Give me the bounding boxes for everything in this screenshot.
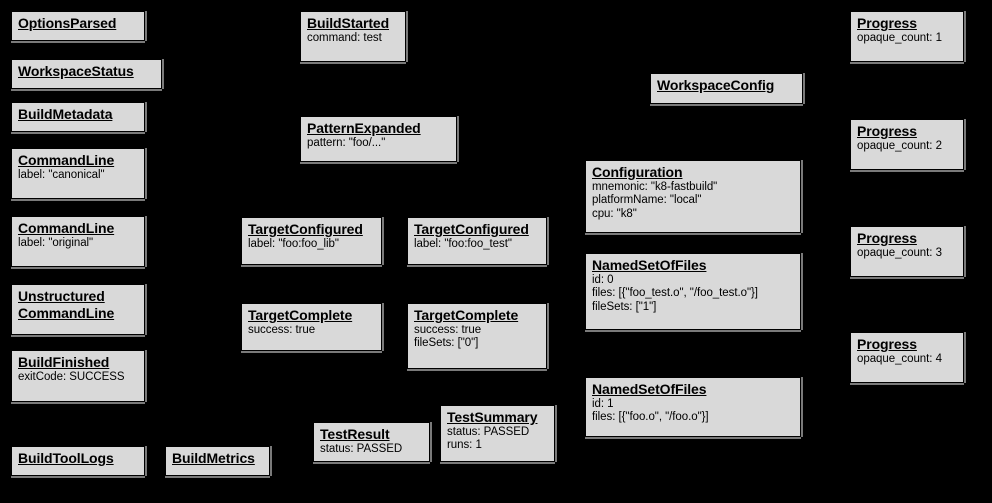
node-field: exitCode: SUCCESS [18,370,125,383]
node-field: status: PASSED [447,425,530,438]
node-build-metadata[interactable]: BuildMetadata [11,102,145,132]
node-field: fileSets: ["1"] [592,300,657,313]
node-field: id: 0 [592,273,614,286]
node-title: TargetConfigured [248,221,363,237]
node-title: NamedSetOfFiles [592,381,707,397]
node-build-metrics[interactable]: BuildMetrics [165,446,270,476]
node-title: TargetConfigured [414,221,529,237]
node-title: WorkspaceConfig [657,77,775,93]
node-title: BuildMetrics [172,450,255,466]
node-field: files: [{"foo.o", "/foo.o"}] [592,411,709,424]
node-field: mnemonic: "k8-fastbuild" [592,180,718,193]
node-field: files: [{"foo_test.o", "/foo_test.o"}] [592,287,758,300]
node-title: PatternExpanded [307,120,421,136]
node-title: TestSummary [447,409,538,425]
node-title: CommandLine [18,304,115,321]
node-title: BuildMetadata [18,106,113,122]
node-field: label: "original" [18,236,94,249]
node-field: opaque_count: 2 [857,139,942,152]
node-options-parsed[interactable]: OptionsParsed [11,11,145,41]
node-title: CommandLine [18,152,115,168]
node-title: Unstructured [18,288,105,304]
node-title: WorkspaceStatus [18,63,134,79]
node-title: CommandLine [18,220,115,236]
node-title: Configuration [592,164,683,180]
node-field: opaque_count: 4 [857,352,942,365]
node-title: Progress [857,123,917,139]
node-title: OptionsParsed [18,15,117,31]
node-field: pattern: "foo/..." [307,136,386,149]
node-workspace-status[interactable]: WorkspaceStatus [11,59,162,89]
node-field: label: "foo:foo_test" [414,237,512,250]
node-workspace-config[interactable]: WorkspaceConfig [650,73,803,104]
node-field: label: "canonical" [18,168,105,181]
node-field: opaque_count: 3 [857,246,942,259]
node-field: command: test [307,31,382,44]
node-field: label: "foo:foo_lib" [248,237,339,250]
node-field: success: true [414,323,482,336]
node-build-tool-logs[interactable]: BuildToolLogs [11,446,145,476]
node-title: BuildToolLogs [18,450,114,466]
node-field: success: true [248,323,316,336]
node-title: TestResult [320,426,390,442]
node-field: opaque_count: 1 [857,31,942,44]
node-field: id: 1 [592,397,614,410]
node-title: BuildStarted [307,15,390,31]
node-field: status: PASSED [320,442,403,455]
node-title: TargetComplete [248,307,353,323]
node-title: Progress [857,336,917,352]
node-title: BuildFinished [18,354,110,370]
node-title: NamedSetOfFiles [592,257,707,273]
node-field: cpu: "k8" [592,207,637,220]
node-title: Progress [857,15,917,31]
node-title: TargetComplete [414,307,519,323]
node-field: fileSets: ["0"] [414,337,479,350]
node-title: Progress [857,230,917,246]
node-field: runs: 1 [447,439,482,452]
node-field: platformName: "local" [592,194,702,207]
